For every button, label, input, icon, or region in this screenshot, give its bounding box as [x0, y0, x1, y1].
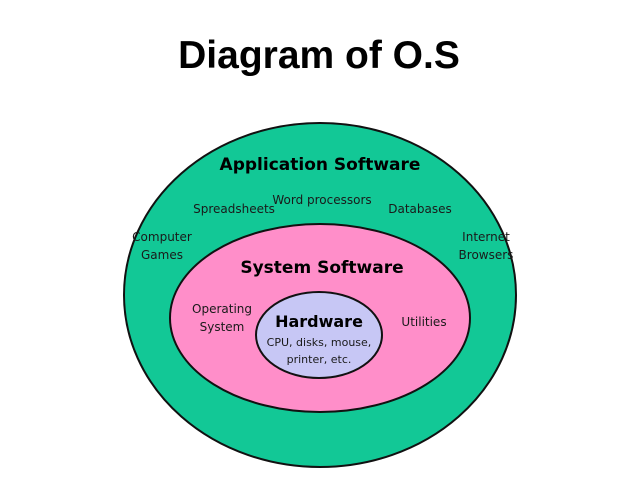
application-software-heading: Application Software — [220, 155, 421, 175]
operating-system-label-line2: System — [200, 320, 245, 334]
computer-games-label-line1: Computer — [132, 230, 192, 244]
operating-system-label-line1: Operating — [192, 302, 252, 316]
system-software-heading: System Software — [240, 258, 403, 278]
hardware-layer — [255, 291, 383, 379]
word-processors-label: Word processors — [272, 193, 371, 207]
internet-browsers-label-line1: Internet — [462, 230, 510, 244]
hardware-heading: Hardware — [275, 312, 363, 331]
computer-games-label-line2: Games — [141, 248, 183, 262]
hardware-details-line1: CPU, disks, mouse, — [267, 336, 372, 349]
internet-browsers-label-line2: Browsers — [459, 248, 514, 262]
hardware-details-line2: printer, etc. — [287, 353, 352, 366]
databases-label: Databases — [388, 202, 452, 216]
utilities-label: Utilities — [401, 315, 446, 329]
page-title: Diagram of O.S — [178, 34, 460, 77]
spreadsheets-label: Spreadsheets — [193, 202, 275, 216]
